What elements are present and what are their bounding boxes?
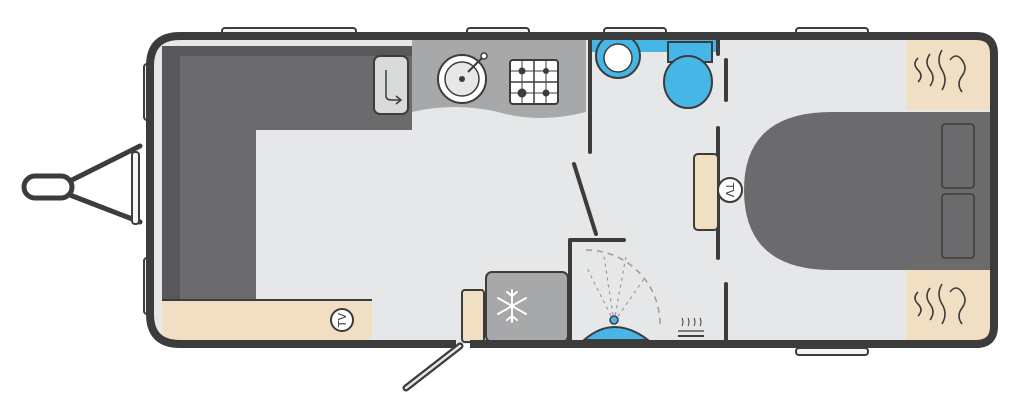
front-storage-cabinet xyxy=(162,300,372,340)
sink-icon xyxy=(437,52,488,104)
entrance-door xyxy=(402,342,464,392)
bedroom-tv-cabinet xyxy=(693,153,719,231)
toilet-icon xyxy=(663,41,713,109)
lounge-backrest xyxy=(162,46,180,300)
tv-icon: TV xyxy=(330,308,354,332)
wardrobe-top xyxy=(906,40,990,110)
cupboard-with-arrow-icon xyxy=(373,55,409,115)
bed-pillows xyxy=(941,123,975,259)
windows-bottom xyxy=(795,347,869,356)
snowflake-icon xyxy=(497,289,527,323)
hanger-icon-top xyxy=(914,49,966,93)
tow-hitch xyxy=(21,143,143,225)
heater-icon xyxy=(678,317,704,337)
svg-text:TV: TV xyxy=(336,312,349,328)
outer-wall xyxy=(146,32,998,348)
front-lounge-seating xyxy=(162,46,412,300)
wardrobe-bottom xyxy=(906,270,990,340)
svg-text:TV: TV xyxy=(723,182,736,198)
hob-icon xyxy=(509,59,559,105)
island-bed xyxy=(744,112,994,270)
tv-icon-bedroom: TV xyxy=(717,177,743,203)
fridge xyxy=(485,271,569,343)
lounge-backrest-top xyxy=(180,46,412,56)
shower-area xyxy=(581,249,661,341)
hanger-icon-bottom xyxy=(914,283,966,325)
door-storage xyxy=(461,289,485,343)
